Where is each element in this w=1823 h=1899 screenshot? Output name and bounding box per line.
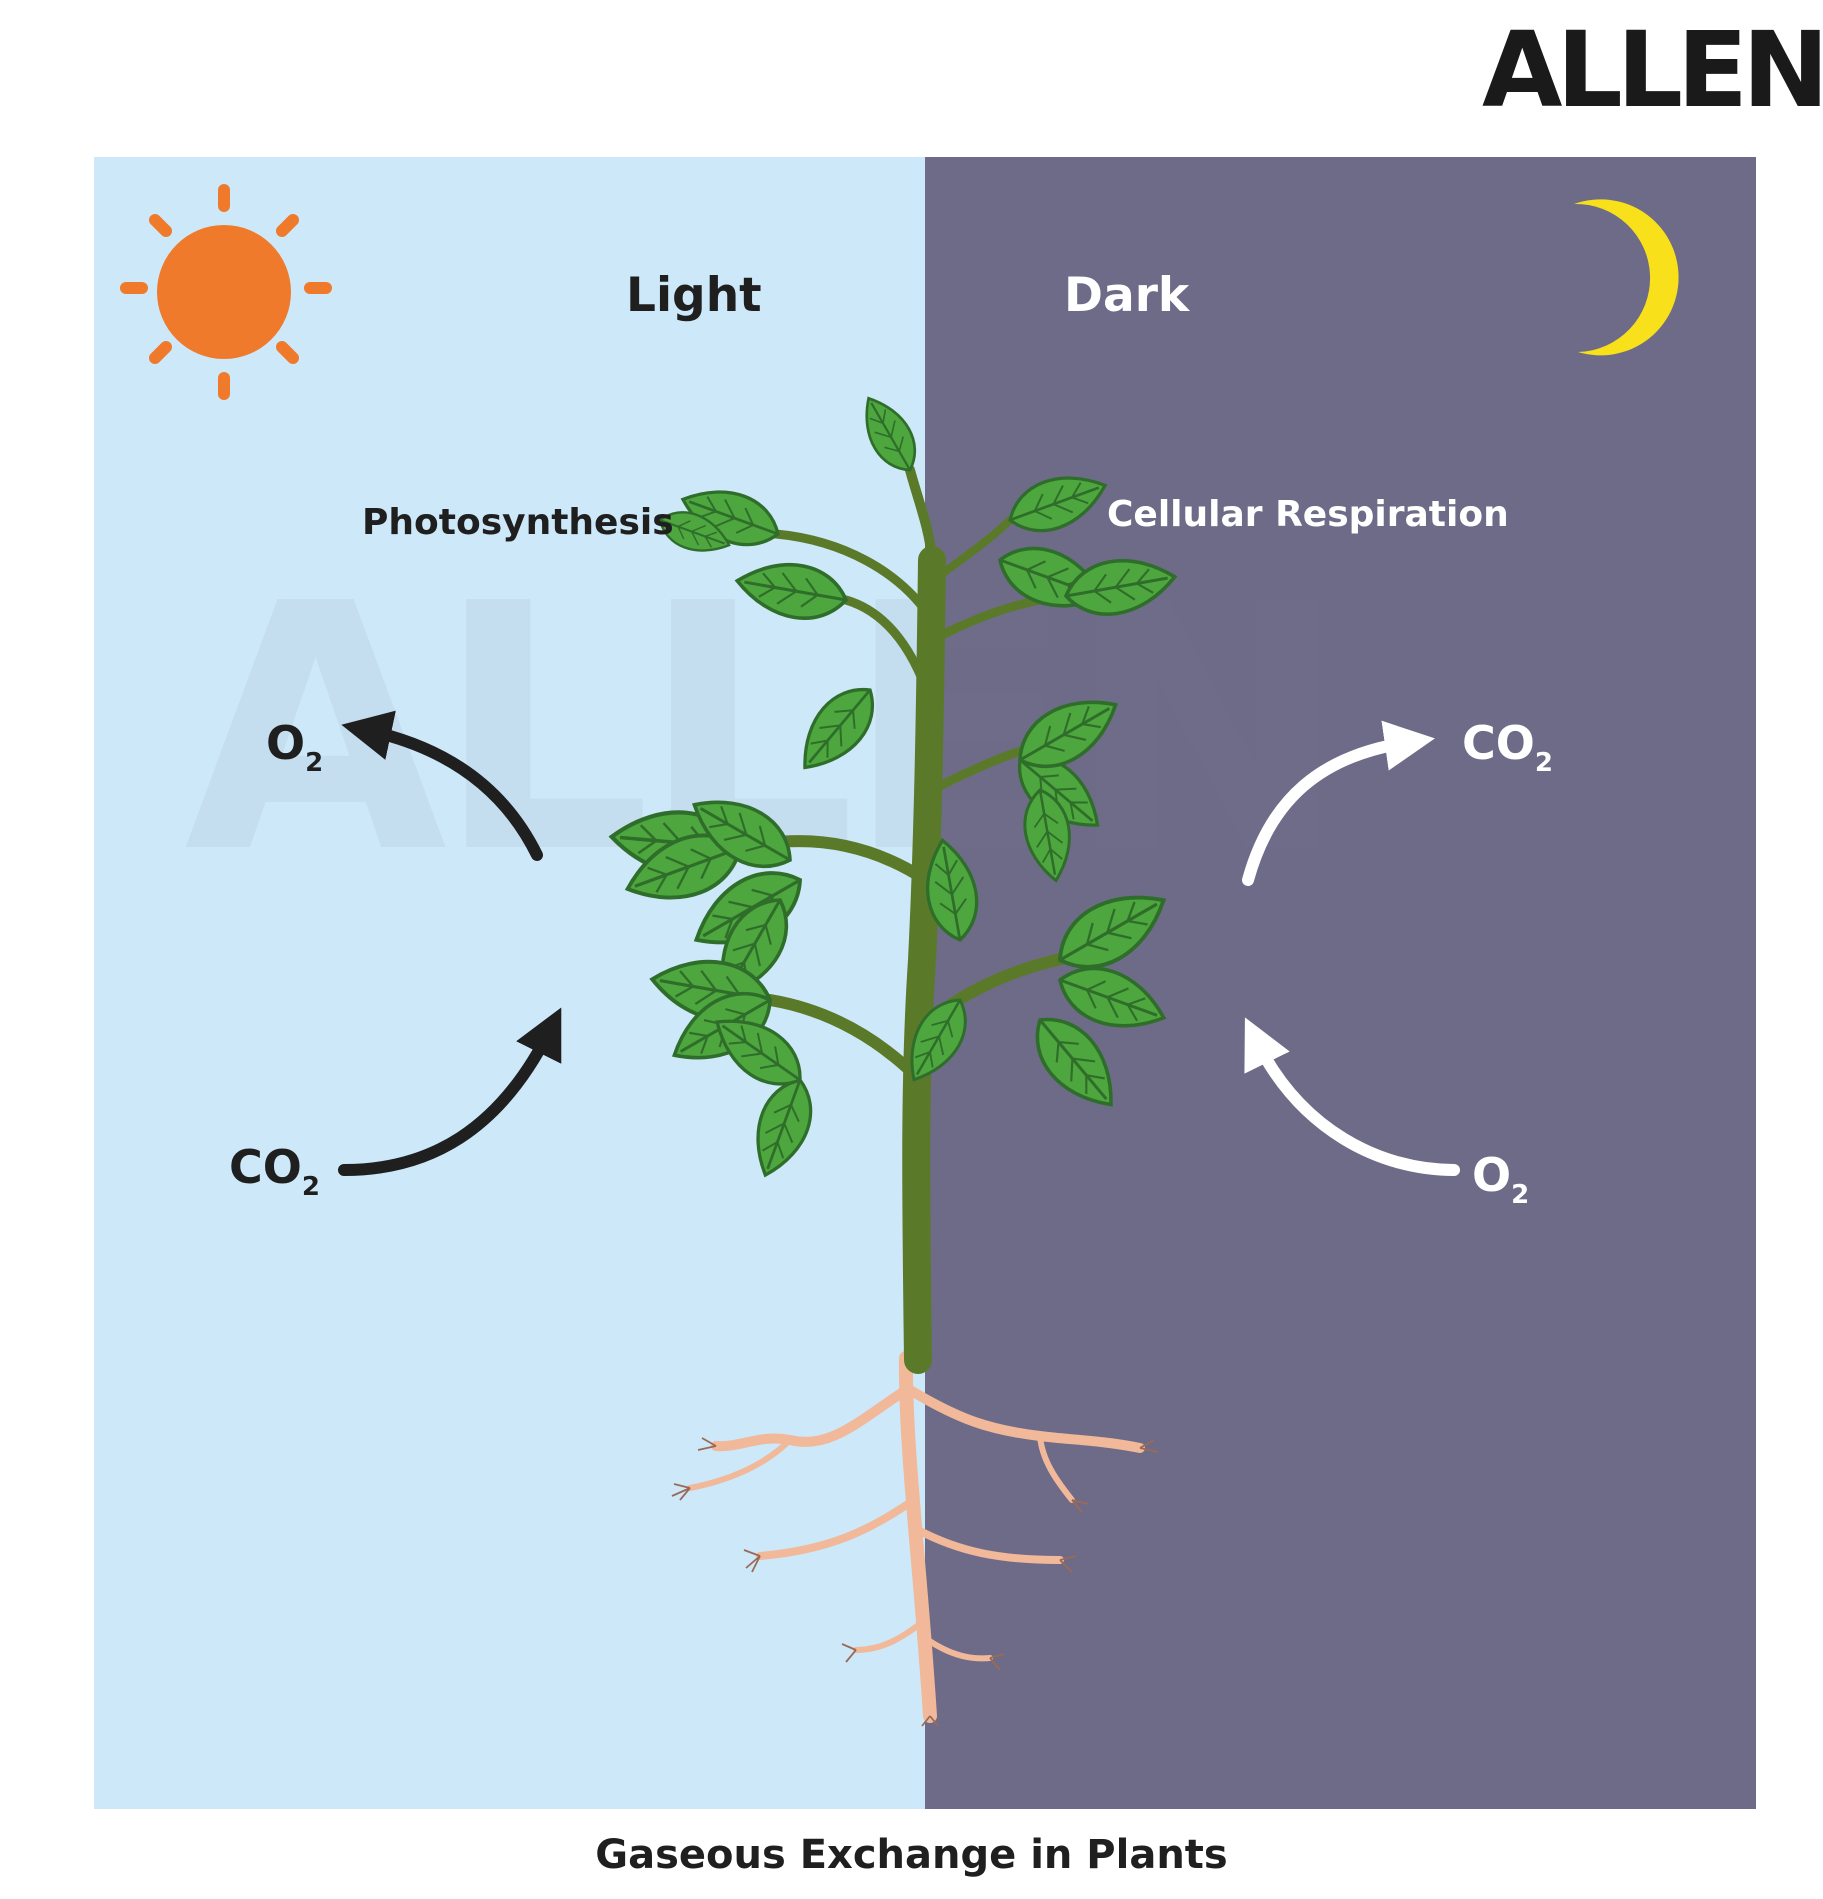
sun-icon (120, 184, 332, 400)
plant-roots (687, 1351, 1145, 1723)
o2-released-label: O2 (266, 716, 324, 778)
root-hairs (671, 1437, 1159, 1727)
dark-heading: Dark (1064, 268, 1190, 323)
o2-absorbed-label: O2 (1472, 1148, 1530, 1210)
co2-released-label: CO2 (1462, 716, 1553, 778)
arrow-o2-absorbed-dark (1244, 1017, 1460, 1176)
light-panel-background (94, 157, 925, 1809)
diagram-caption: Gaseous Exchange in Plants (595, 1832, 1228, 1878)
light-heading: Light (626, 268, 762, 323)
arrow-co2-released-dark (1242, 720, 1435, 886)
co2-absorbed-label: CO2 (229, 1140, 320, 1202)
cellular-respiration-label: Cellular Respiration (1107, 494, 1509, 535)
photosynthesis-label: Photosynthesis (362, 502, 674, 543)
arrow-o2-released-light (341, 710, 543, 861)
arrow-co2-absorbed-light (338, 1007, 562, 1176)
moon-icon (1574, 199, 1679, 356)
allen-logo: ALLEN (1482, 9, 1823, 131)
